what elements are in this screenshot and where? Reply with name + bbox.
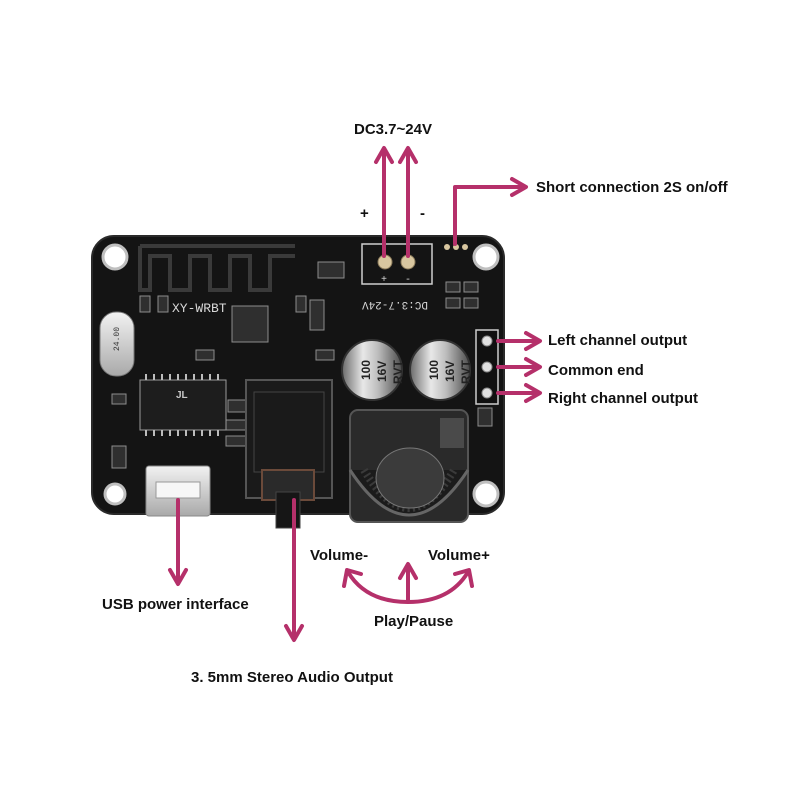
play-pause-label: Play/Pause — [374, 613, 454, 630]
crystal-oscillator: 24.00 — [99, 311, 135, 377]
mounting-hole — [472, 243, 500, 271]
terminal-minus-silk: - — [405, 275, 411, 286]
arrow-audio-output — [284, 498, 304, 642]
dc-input-label: DC3.7~24V — [354, 121, 432, 138]
arrow-usb-power — [168, 498, 188, 586]
plus-label: + — [360, 205, 369, 222]
arrow-play-pause — [398, 562, 418, 602]
mounting-hole — [472, 480, 500, 508]
terminal-plus-silk: + — [381, 275, 387, 286]
board-dc-silk-text: DC:3.7-24V — [362, 298, 428, 310]
left-channel-label: Left channel output — [548, 332, 688, 349]
common-end-label: Common end — [548, 362, 644, 379]
volume-minus-label: Volume- — [310, 547, 369, 564]
rotary-encoder — [348, 409, 470, 523]
arrow-left-channel — [496, 331, 542, 351]
usb-connector — [145, 465, 211, 517]
antenna-trace — [138, 244, 295, 292]
board-model-text: XY-WRBT — [172, 301, 227, 316]
output-header-pins — [475, 329, 499, 405]
arrow-dc-plus — [374, 146, 394, 258]
power-terminal: + - — [361, 243, 433, 286]
capacitor-right-line1: 100 — [427, 360, 441, 380]
capacitor-left-line3: RVT — [391, 360, 405, 384]
arrow-common-end — [496, 357, 542, 377]
volume-plus-label: Volume+ — [428, 547, 490, 564]
chip-logo-text: JL — [176, 390, 188, 401]
usb-power-label: USB power interface — [102, 596, 249, 613]
capacitor-left-line1: 100 — [359, 360, 373, 380]
right-channel-label: Right channel output — [548, 390, 698, 407]
annotation-arrows — [168, 146, 542, 642]
capacitor-right-line3: RVT — [459, 360, 473, 384]
capacitor-left: 100 16V RVT — [341, 339, 405, 401]
mounting-hole — [103, 482, 127, 506]
minus-label: - — [420, 205, 425, 222]
short-connection-label: Short connection 2S on/off — [536, 179, 728, 196]
crystal-text: 24.00 — [113, 327, 122, 351]
capacitor-left-line2: 16V — [375, 361, 389, 382]
capacitor-right-line2: 16V — [443, 361, 457, 382]
mounting-hole — [101, 243, 129, 271]
smd-components — [111, 261, 493, 469]
arrow-short-connection — [453, 177, 528, 246]
arrow-right-channel — [496, 383, 542, 403]
audio-output-label: 3. 5mm Stereo Audio Output — [191, 669, 393, 686]
pcb-board: XY-WRBT DC:3.7-24V + - — [91, 235, 505, 529]
capacitor-right: 100 16V RVT — [409, 339, 473, 401]
arrow-dc-minus — [398, 146, 418, 258]
bluetooth-chip: JL — [139, 374, 227, 436]
